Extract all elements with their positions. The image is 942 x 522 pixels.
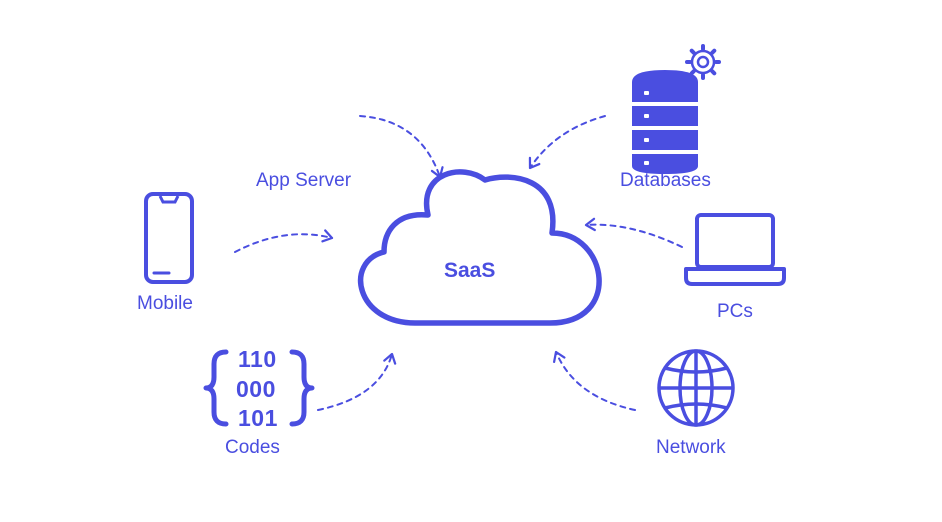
arrow-app-server (359, 115, 444, 179)
database-icon (632, 70, 698, 174)
cloud-icon (357, 169, 602, 326)
pcs-label: PCs (717, 301, 753, 322)
smartphone-icon (144, 192, 194, 284)
network-label: Network (656, 437, 726, 458)
mobile-label: Mobile (137, 293, 193, 314)
globe-icon (657, 349, 735, 427)
binary-line-2: 000 (236, 376, 276, 402)
databases-label: Databases (620, 170, 711, 191)
codes-label: Codes (225, 437, 280, 458)
arrow-codes (317, 352, 397, 411)
arrow-mobile (234, 229, 334, 253)
arrow-pcs (584, 217, 683, 248)
binary-line-3: 101 (238, 405, 278, 431)
laptop-icon (684, 213, 786, 286)
app-server-label: App Server (256, 170, 352, 191)
cloud-label: SaaS (444, 259, 496, 282)
binary-line-1: 110 (238, 346, 277, 372)
curly-braces-icon (203, 349, 315, 427)
gear-icon (685, 44, 721, 80)
arrow-network (552, 350, 636, 411)
arrow-databases (528, 115, 606, 170)
